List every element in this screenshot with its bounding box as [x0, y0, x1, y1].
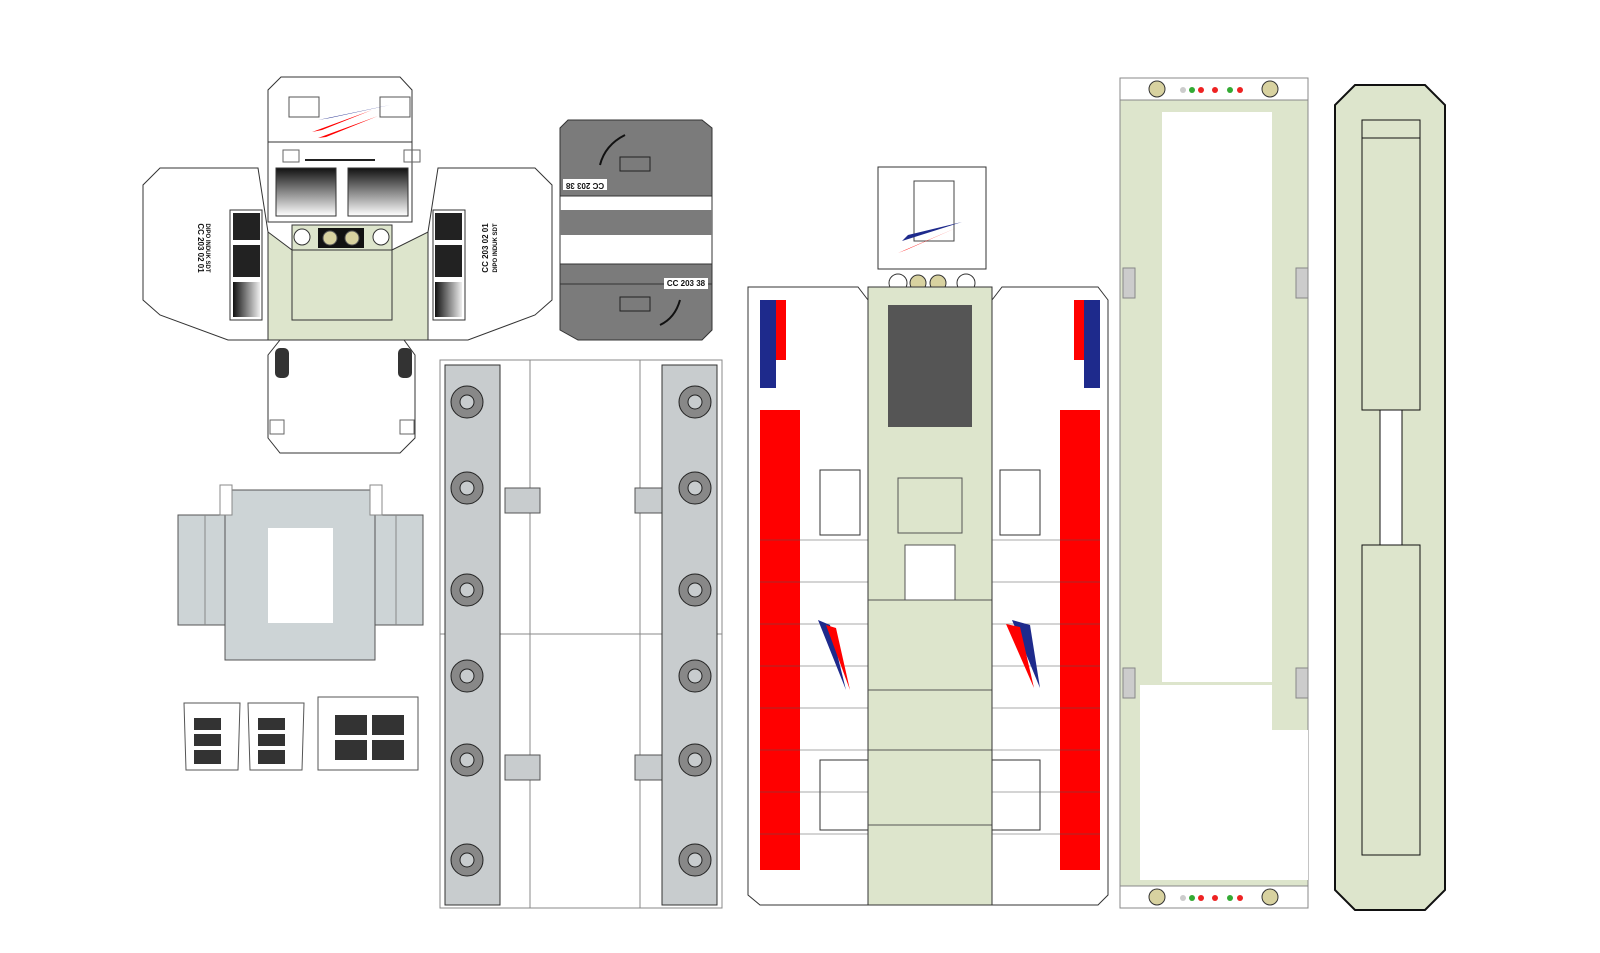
svg-text:CC 203 38: CC 203 38 [667, 279, 706, 288]
bogie-left-column [444, 364, 501, 906]
underframe-floor-part [1119, 77, 1309, 909]
step-pieces [183, 696, 419, 771]
fuel-tank-base-part [177, 484, 424, 661]
roof-number-label-bottom: CC 203 38 [664, 278, 708, 289]
bogie-right-column [661, 364, 718, 906]
unit-number-label-b: CC 203 02 01 [481, 223, 490, 273]
unit-number-label-a: CC 203 02 01 [196, 223, 205, 273]
bogie-frames-part [439, 359, 723, 909]
long-hood-side-part [747, 166, 1109, 906]
roof-number-label-top: CC 203 38 [563, 179, 607, 190]
depot-label-a: DIPO INDUK SDT [204, 223, 210, 272]
depot-label-b: DIPO INDUK SDT [493, 223, 499, 272]
svg-text:CC 203 02 01: CC 203 02 01 [196, 223, 205, 273]
svg-text:CC 203 02 01: CC 203 02 01 [481, 223, 490, 273]
underframe-base-part [1334, 84, 1446, 911]
roof-top-part [559, 119, 713, 341]
cab-front-part [142, 76, 553, 454]
svg-text:DIPO INDUK SDT: DIPO INDUK SDT [493, 223, 499, 272]
svg-text:CC 203 38: CC 203 38 [565, 181, 604, 190]
svg-text:DIPO INDUK SDT: DIPO INDUK SDT [204, 223, 210, 272]
